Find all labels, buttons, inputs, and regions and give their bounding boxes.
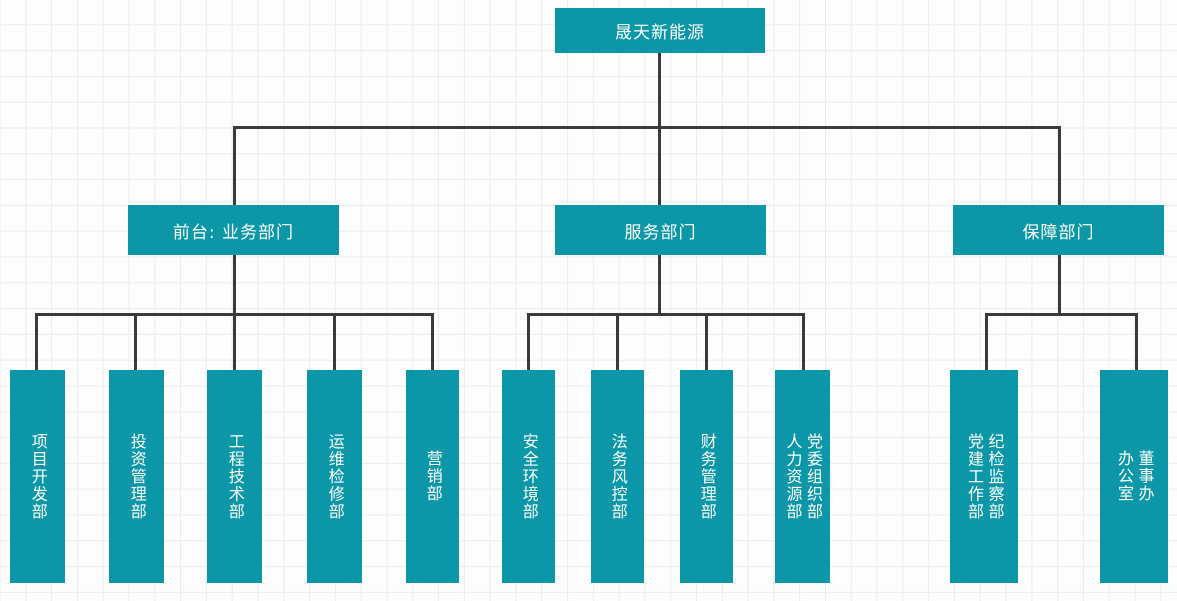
node-leaf-line-1: 纪检监察部 [985, 432, 1005, 521]
node-leaf-investment-management[interactable]: 投资管理部 [109, 370, 164, 583]
node-leaf-marketing[interactable]: 营销部 [406, 370, 459, 583]
connector-leaf4-drop [333, 313, 336, 371]
node-leaf-line-1: 运维检修部 [325, 432, 345, 521]
node-group-service-label: 服务部门 [624, 222, 697, 243]
connector-leaf10-drop [985, 313, 988, 371]
node-group-support-label: 保障部门 [1022, 222, 1095, 243]
connector-leaf2-drop [134, 313, 137, 371]
connector-group1-stem [233, 255, 236, 315]
node-root-label: 晟天新能源 [615, 23, 705, 43]
node-group-service[interactable]: 服务部门 [555, 205, 766, 255]
node-leaf-line-1: 工程技术部 [225, 432, 245, 521]
node-root[interactable]: 晟天新能源 [555, 8, 765, 53]
connector-leaf7-drop [616, 313, 619, 371]
connector-leaf11-drop [1135, 313, 1138, 371]
connector-group2-bus [527, 313, 805, 316]
connector-level1-bus [233, 126, 1061, 129]
node-leaf-line-2: 人力资源部 [783, 432, 803, 521]
node-leaf-discipline-party-building[interactable]: 纪检监察部 党建工作部 [950, 370, 1018, 583]
node-leaf-engineering-technology[interactable]: 工程技术部 [207, 370, 262, 583]
node-group-support[interactable]: 保障部门 [953, 205, 1164, 255]
connector-root-stem [658, 52, 661, 128]
connector-group1-drop [233, 126, 236, 205]
node-leaf-project-development[interactable]: 项目开发部 [10, 370, 65, 583]
node-leaf-safety-environment[interactable]: 安全环境部 [502, 370, 555, 583]
node-leaf-finance-management[interactable]: 财务管理部 [680, 370, 733, 583]
connector-group3-bus [985, 313, 1138, 316]
connector-leaf5-drop [431, 313, 434, 371]
node-leaf-board-office[interactable]: 董事办 办公室 [1100, 370, 1168, 583]
node-leaf-line-2: 党建工作部 [965, 432, 984, 521]
node-leaf-party-organization-hr[interactable]: 党委组织部 人力资源部 [775, 370, 830, 583]
node-group-business-label: 前台: 业务部门 [172, 222, 295, 243]
node-leaf-legal-risk-control[interactable]: 法务风控部 [591, 370, 644, 583]
node-leaf-line-1: 法务风控部 [608, 432, 628, 521]
connector-group2-drop [658, 126, 661, 205]
connector-leaf9-drop [802, 313, 805, 371]
node-leaf-line-1: 项目开发部 [28, 432, 48, 521]
connector-group2-stem [658, 255, 661, 315]
node-group-business[interactable]: 前台: 业务部门 [128, 205, 339, 255]
node-leaf-line-2: 办公室 [1115, 450, 1134, 503]
connector-leaf8-drop [705, 313, 708, 371]
connector-group3-drop [1058, 126, 1061, 205]
node-leaf-operations-maintenance[interactable]: 运维检修部 [307, 370, 362, 583]
node-leaf-line-1: 营销部 [423, 450, 443, 503]
node-leaf-line-1: 投资管理部 [127, 432, 147, 521]
node-leaf-line-1: 财务管理部 [697, 432, 717, 521]
connector-group3-stem [1058, 255, 1061, 315]
node-leaf-line-1: 党委组织部 [804, 432, 824, 521]
connector-leaf3-drop [233, 313, 236, 371]
node-leaf-line-1: 董事办 [1135, 450, 1155, 503]
connector-leaf1-drop [35, 313, 38, 371]
node-leaf-line-1: 安全环境部 [519, 432, 539, 521]
connector-leaf6-drop [527, 313, 530, 371]
